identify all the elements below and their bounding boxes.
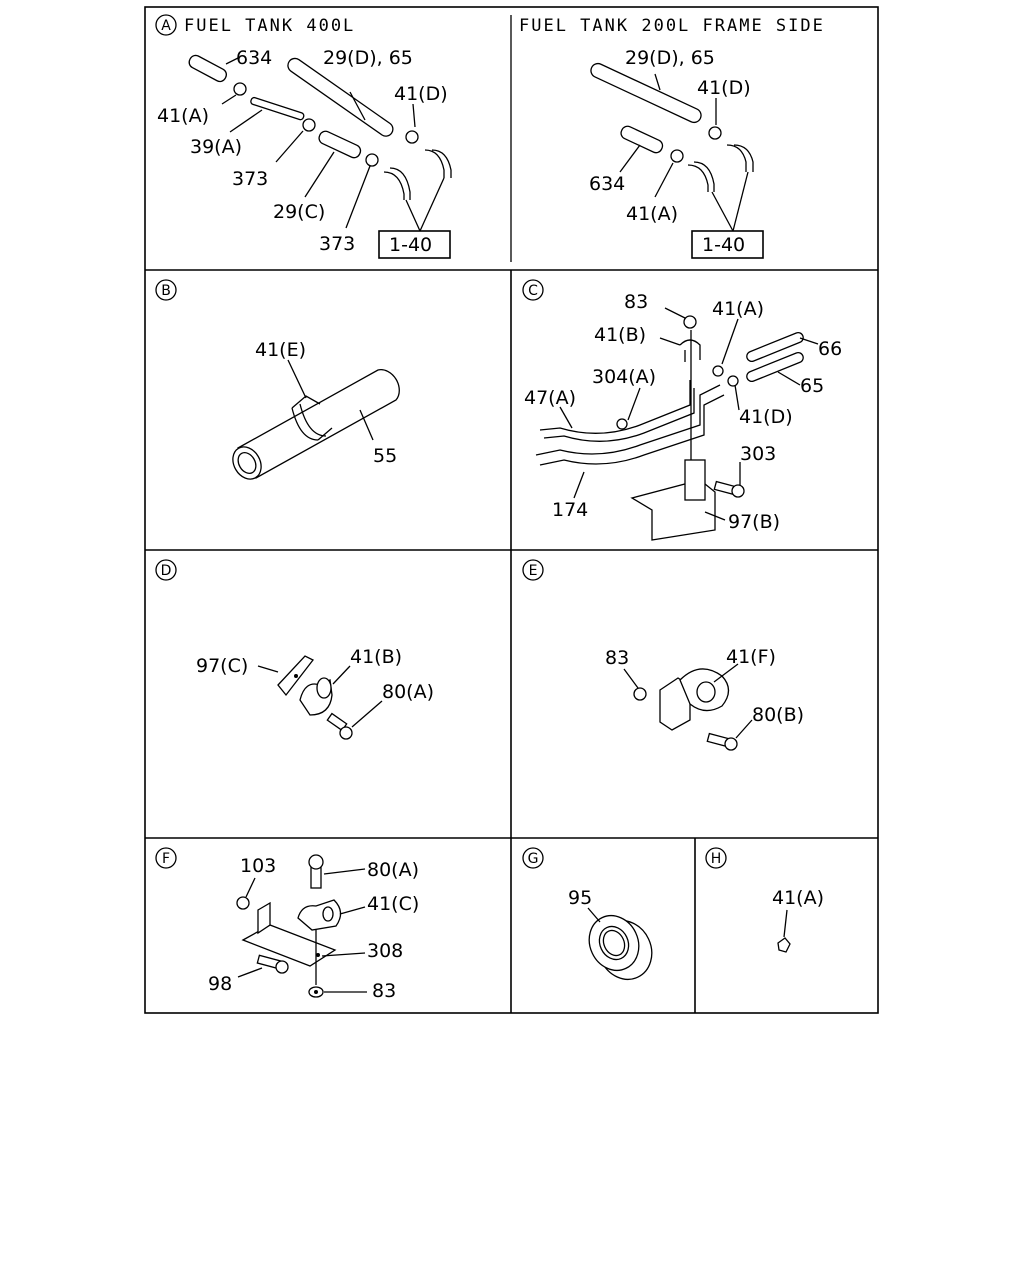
panel-e-marker-text: E <box>529 563 538 579</box>
ref-box-1-40-left <box>378 230 451 259</box>
panel-marker-c <box>522 279 544 301</box>
ref-1-40-left: 1-40 <box>389 234 432 256</box>
panel-g: G 95 <box>522 847 653 980</box>
label-83-e: 83 <box>605 647 629 669</box>
panel-marker-g <box>522 847 544 869</box>
label-83-f: 83 <box>372 980 396 1002</box>
panel-marker-b <box>155 279 177 301</box>
clamp-bracket-e-illustration <box>623 663 753 751</box>
label-373-upper: 373 <box>232 168 268 190</box>
fuel-tank-400l-illustration <box>188 54 452 232</box>
panel-marker-a <box>155 14 177 36</box>
label-103: 103 <box>240 855 276 877</box>
label-41c: 41(C) <box>367 893 419 915</box>
label-29d-65: 29(D), 65 <box>323 47 413 69</box>
panel-f-marker-text: F <box>162 851 170 867</box>
pipe-bracket-assembly-illustration <box>535 307 819 541</box>
panel-e: E 83 41(F) 80(B) <box>522 559 804 751</box>
panel-d: D 97(C) 41(B) 80(A) <box>155 559 434 740</box>
hose-with-clamp-illustration <box>232 359 400 480</box>
label-29c: 29(C) <box>273 201 325 223</box>
panel-b-marker-text: B <box>161 283 171 299</box>
panel-a-title-right: FUEL TANK 200L FRAME SIDE <box>519 16 825 36</box>
label-98: 98 <box>208 973 232 995</box>
label-41b-d: 41(B) <box>350 646 402 668</box>
clamp-bracket-f-illustration <box>236 854 367 998</box>
panel-g-marker-text: G <box>528 851 539 867</box>
label-80a-d: 80(A) <box>382 681 434 703</box>
label-41f: 41(F) <box>726 646 776 668</box>
panel-h: H 41(A) <box>705 847 824 953</box>
label-634-right: 634 <box>589 173 625 195</box>
label-83: 83 <box>624 291 648 313</box>
panel-a: A FUEL TANK 400L FUEL TANK 200L FRAME SI… <box>155 14 825 259</box>
panel-marker-f <box>155 847 177 869</box>
grommet-illustration <box>587 907 653 980</box>
ref-box-1-40-right <box>691 230 764 259</box>
grid-frame <box>144 6 879 1014</box>
label-41a: 41(A) <box>157 105 209 127</box>
label-29d-65-right: 29(D), 65 <box>625 47 715 69</box>
panel-h-marker-text: H <box>711 851 722 867</box>
panel-c-marker-text: C <box>528 283 538 299</box>
label-174: 174 <box>552 499 588 521</box>
fuel-tank-200l-illustration <box>590 62 754 232</box>
panel-b: B 41(E) 55 <box>155 279 400 480</box>
label-373-lower: 373 <box>319 233 355 255</box>
panel-f: F 103 80(A) 41(C) 308 98 83 <box>155 847 419 1002</box>
label-41a-h: 41(A) <box>772 887 824 909</box>
label-80a-f: 80(A) <box>367 859 419 881</box>
label-41d-right: 41(D) <box>697 77 751 99</box>
label-41a-c: 41(A) <box>712 298 764 320</box>
clip-illustration <box>777 909 791 953</box>
label-41d: 41(D) <box>394 83 448 105</box>
ref-1-40-right: 1-40 <box>702 234 745 256</box>
label-41a-right: 41(A) <box>626 203 678 225</box>
label-95: 95 <box>568 887 592 909</box>
label-65: 65 <box>800 375 824 397</box>
label-41d-c: 41(D) <box>739 406 793 428</box>
clamp-bracket-d-illustration <box>257 655 383 740</box>
label-66: 66 <box>818 338 842 360</box>
label-304a: 304(A) <box>592 366 656 388</box>
label-97b: 97(B) <box>728 511 780 533</box>
label-39a: 39(A) <box>190 136 242 158</box>
label-80b: 80(B) <box>752 704 804 726</box>
panel-marker-h <box>705 847 727 869</box>
panel-a-title-left: FUEL TANK 400L <box>184 16 355 36</box>
label-41b-c: 41(B) <box>594 324 646 346</box>
panel-marker-d <box>155 559 177 581</box>
label-303: 303 <box>740 443 776 465</box>
label-308: 308 <box>367 940 403 962</box>
panel-c: C <box>522 279 842 541</box>
label-47a: 47(A) <box>524 387 576 409</box>
panel-marker-e <box>522 559 544 581</box>
label-97c: 97(C) <box>196 655 248 677</box>
label-55: 55 <box>373 445 397 467</box>
label-634: 634 <box>236 47 272 69</box>
label-41e: 41(E) <box>255 339 306 361</box>
panel-a-marker-text: A <box>161 18 171 34</box>
panel-d-marker-text: D <box>161 563 172 579</box>
